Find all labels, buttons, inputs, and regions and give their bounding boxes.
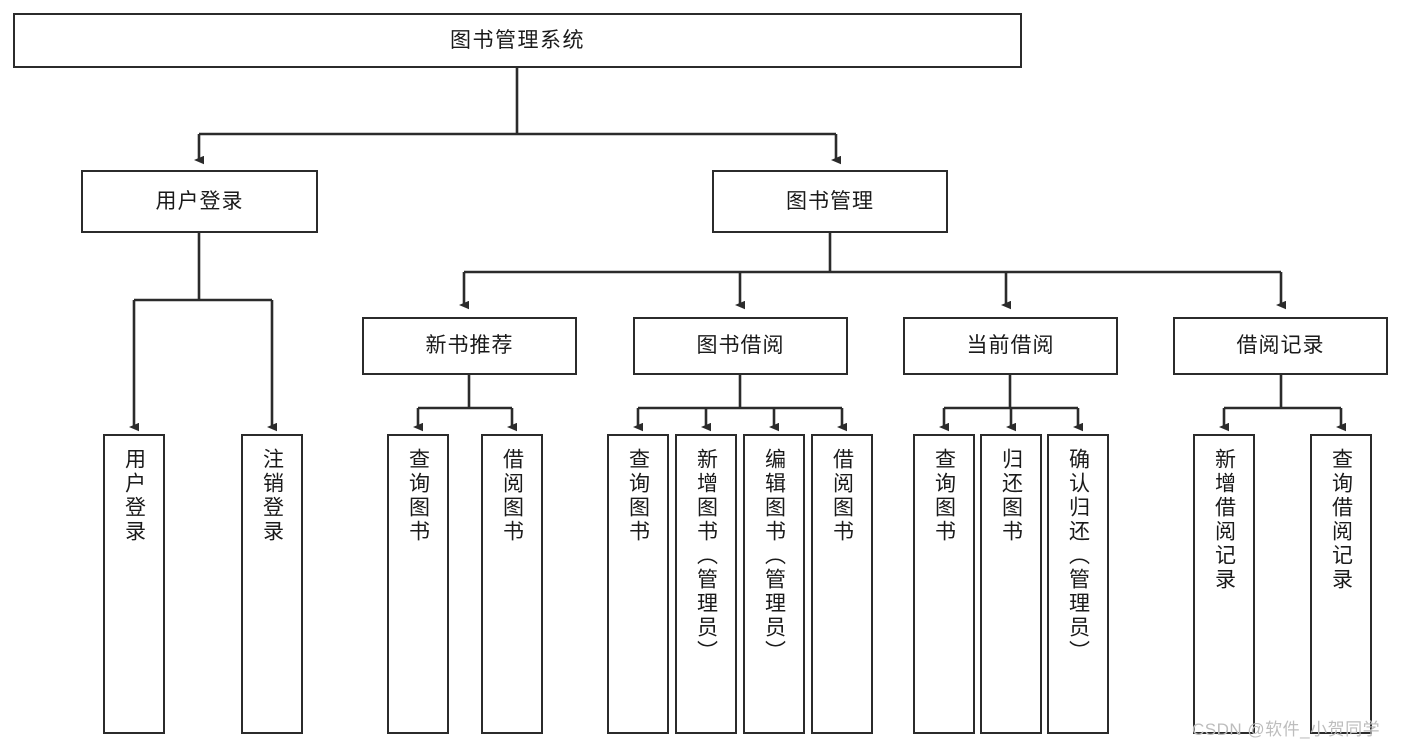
leaf-borrow-book[interactable]: 借阅图书 xyxy=(811,434,873,734)
node-label: 借阅图书 xyxy=(500,448,524,544)
node-new-book-recommend[interactable]: 新书推荐 xyxy=(362,317,577,375)
node-label: 用户登录 xyxy=(155,189,244,213)
node-label: 查询图书 xyxy=(932,448,956,544)
leaf-borrow-book-recommend[interactable]: 借阅图书 xyxy=(481,434,543,734)
node-root[interactable]: 图书管理系统 xyxy=(13,13,1022,68)
node-label: 当前借阅 xyxy=(966,334,1055,358)
node-label: 确认归还（管理员） xyxy=(1066,448,1090,664)
leaf-query-book-borrow[interactable]: 查询图书 xyxy=(607,434,669,734)
node-book-borrow[interactable]: 图书借阅 xyxy=(633,317,848,375)
node-label: 图书借阅 xyxy=(696,334,785,358)
node-user-login[interactable]: 用户登录 xyxy=(81,170,318,233)
leaf-edit-book-admin[interactable]: 编辑图书（管理员） xyxy=(743,434,805,734)
leaf-query-borrow-record[interactable]: 查询借阅记录 xyxy=(1310,434,1372,734)
leaf-user-logout[interactable]: 注销登录 xyxy=(241,434,303,734)
node-label: 图书管理系统 xyxy=(450,28,585,52)
node-label: 借阅记录 xyxy=(1236,334,1325,358)
node-borrow-record[interactable]: 借阅记录 xyxy=(1173,317,1388,375)
node-label: 新增图书（管理员） xyxy=(694,448,718,664)
node-label: 查询借阅记录 xyxy=(1329,448,1353,592)
node-book-management[interactable]: 图书管理 xyxy=(712,170,948,233)
leaf-confirm-return-admin[interactable]: 确认归还（管理员） xyxy=(1047,434,1109,734)
node-label: 图书管理 xyxy=(786,189,874,213)
node-label: 新增借阅记录 xyxy=(1212,448,1236,592)
leaf-return-book[interactable]: 归还图书 xyxy=(980,434,1042,734)
watermark: CSDN @软件_小贺同学 xyxy=(1192,720,1381,739)
node-label: 新书推荐 xyxy=(425,334,514,358)
leaf-query-book-current[interactable]: 查询图书 xyxy=(913,434,975,734)
node-label: 注销登录 xyxy=(260,448,284,544)
node-label: 归还图书 xyxy=(999,448,1023,544)
node-label: 用户登录 xyxy=(122,448,146,544)
node-current-borrow[interactable]: 当前借阅 xyxy=(903,317,1118,375)
leaf-query-book-recommend[interactable]: 查询图书 xyxy=(387,434,449,734)
node-label: 查询图书 xyxy=(626,448,650,544)
node-label: 编辑图书（管理员） xyxy=(762,448,786,664)
leaf-add-borrow-record[interactable]: 新增借阅记录 xyxy=(1193,434,1255,734)
leaf-user-login[interactable]: 用户登录 xyxy=(103,434,165,734)
node-label: 查询图书 xyxy=(406,448,430,544)
node-label: 借阅图书 xyxy=(830,448,854,544)
leaf-add-book-admin[interactable]: 新增图书（管理员） xyxy=(675,434,737,734)
